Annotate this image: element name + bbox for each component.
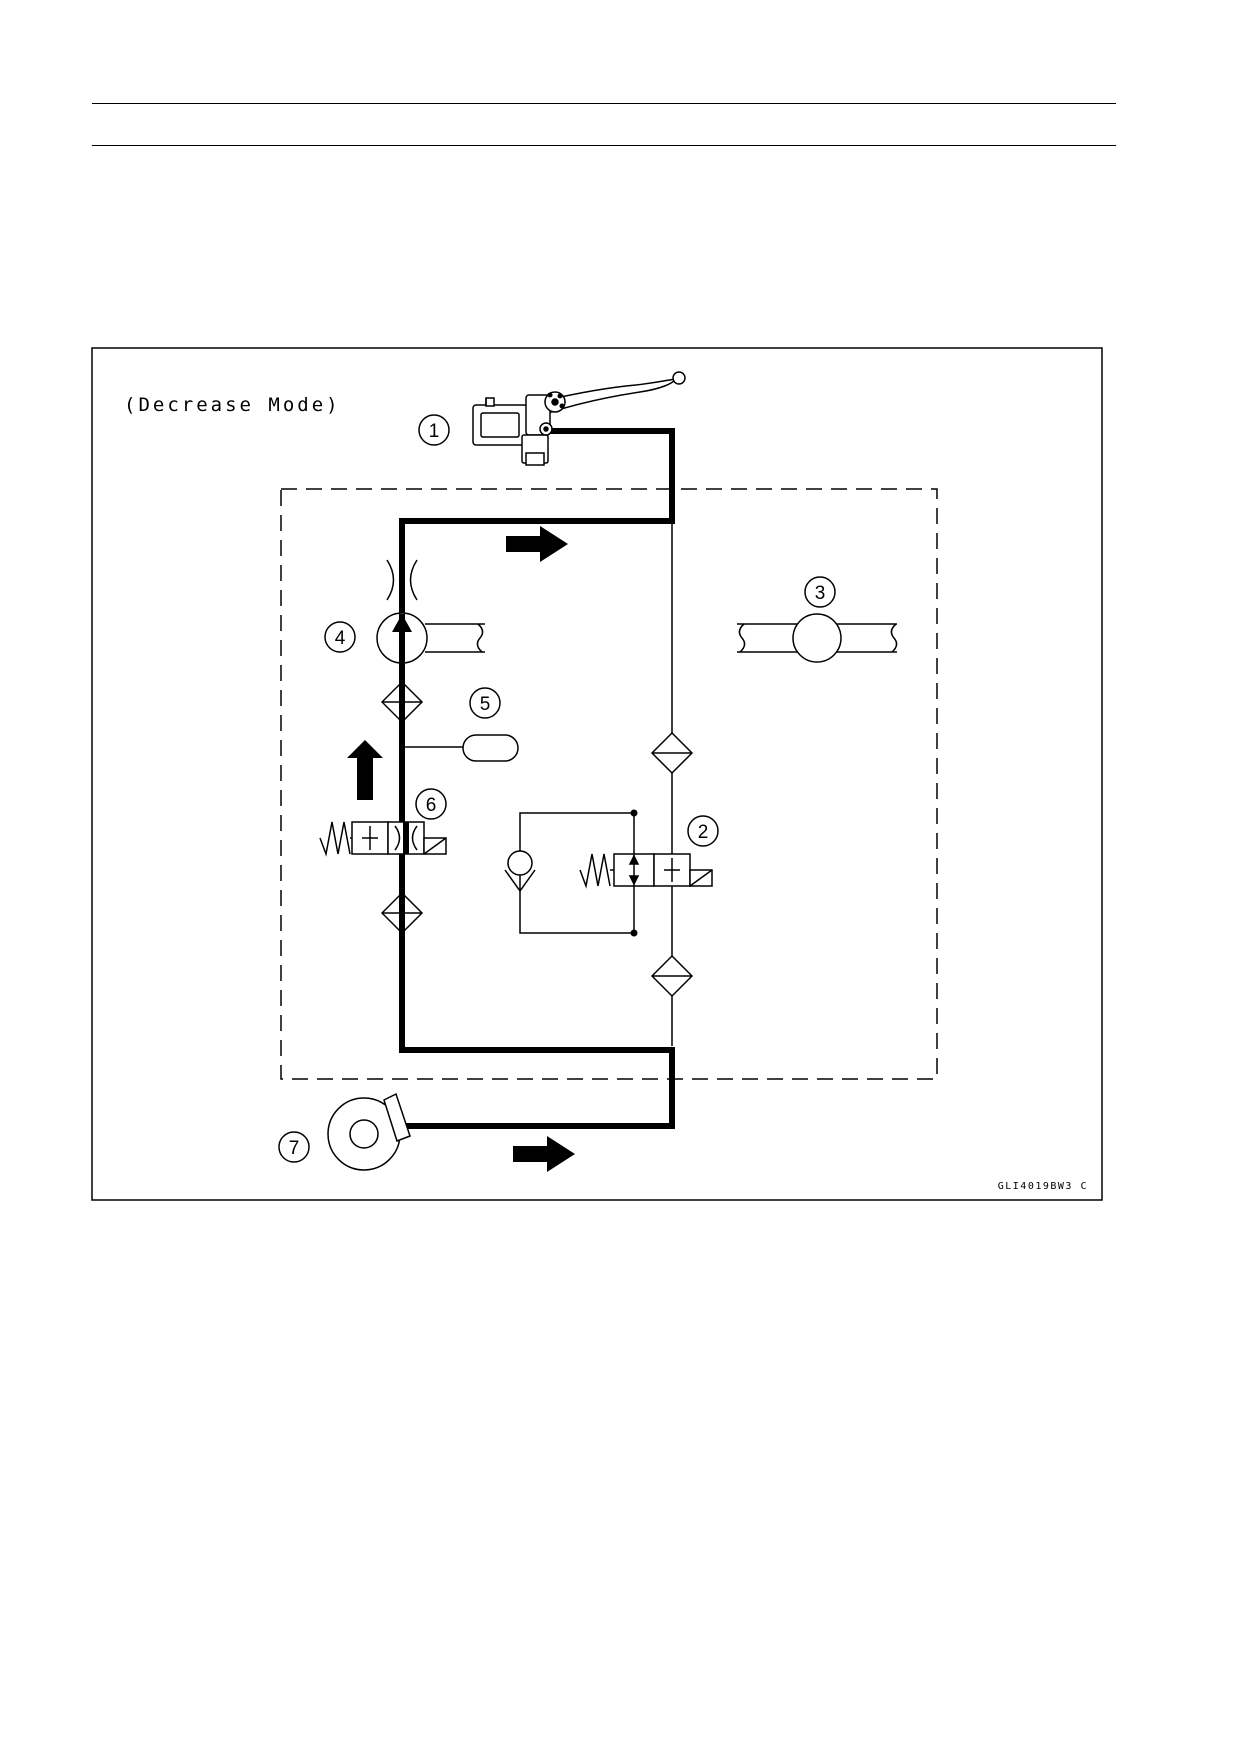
motor-icon	[737, 613, 898, 663]
hydraulic-unit-boundary	[280, 488, 938, 1080]
reservoir-icon	[462, 734, 519, 762]
svg-text:3: 3	[815, 583, 826, 604]
mode-label: (Decrease Mode)	[124, 394, 341, 416]
callout-3: 3	[804, 576, 836, 608]
figure-frame	[91, 347, 1103, 1201]
arrow-right-icon	[506, 526, 568, 562]
svg-text:7: 7	[289, 1138, 300, 1159]
master-cylinder-lever-icon	[472, 371, 686, 466]
svg-text:4: 4	[335, 628, 346, 649]
svg-text:6: 6	[426, 795, 437, 816]
solenoid-valve-icon	[319, 821, 447, 857]
callout-6: 6	[415, 788, 447, 820]
solenoid-valve-icon	[579, 813, 713, 933]
header-rule-bottom	[92, 145, 1116, 146]
brake-disc-caliper-icon	[327, 1092, 411, 1171]
arrow-right-icon	[513, 1136, 575, 1172]
filter-icon	[651, 732, 693, 774]
orifice-icon	[386, 559, 418, 601]
flow-arrows	[347, 526, 575, 1172]
filter-icon	[651, 955, 693, 997]
callout-5: 5	[469, 687, 501, 719]
pump-icon	[376, 612, 485, 664]
callout-4: 4	[324, 621, 356, 653]
svg-text:2: 2	[698, 822, 709, 843]
callout-2: 2	[687, 815, 719, 847]
svg-text:1: 1	[429, 421, 440, 442]
header-rule-top	[92, 103, 1116, 104]
active-flow-path	[399, 428, 675, 1129]
arrow-up-icon	[347, 740, 383, 800]
callout-7: 7	[278, 1131, 310, 1163]
figure-code: GLI4019BW3 C	[998, 1181, 1088, 1192]
check-valve-icon	[504, 850, 536, 893]
inactive-circuit-lines	[402, 521, 673, 1046]
svg-text:5: 5	[480, 694, 491, 715]
callout-1: 1	[418, 414, 450, 446]
